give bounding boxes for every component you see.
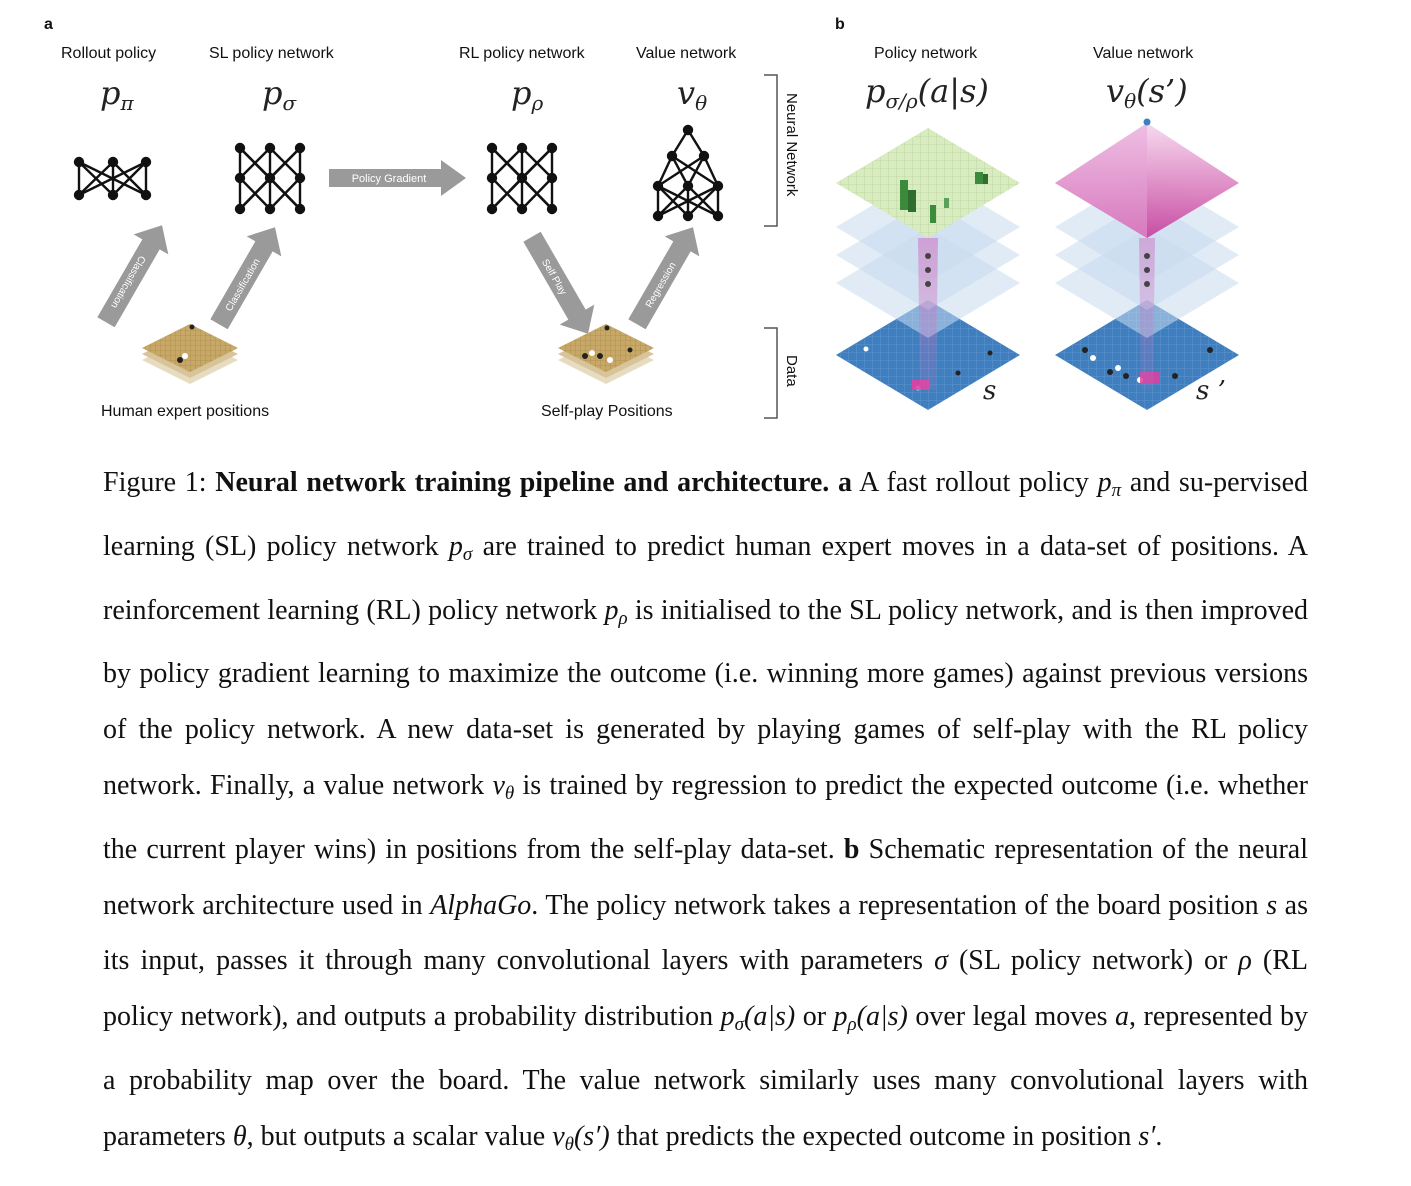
caption-text: Schematic representation of the neural n… bbox=[103, 833, 1308, 921]
human-expert-board bbox=[142, 324, 238, 384]
symbol-p-sigma: pσ bbox=[262, 74, 297, 115]
policy-gradient-label: Policy Gradient bbox=[352, 173, 427, 185]
figure-caption: Figure 1: Neural network training pipeli… bbox=[103, 455, 1308, 1173]
classification-arrow-right: Classification bbox=[210, 227, 282, 330]
caption-text: , represented by a probability map over … bbox=[103, 1001, 1308, 1152]
caption-text: . The policy network takes a representat… bbox=[531, 889, 1267, 921]
regression-arrow: Regression bbox=[628, 227, 700, 330]
rollout-network-icon bbox=[73, 156, 152, 201]
policy-network-stack bbox=[836, 128, 1020, 410]
caption-text: that predicts the expected outcome in po… bbox=[609, 1120, 1139, 1152]
caption-text: (SL policy network) or bbox=[947, 945, 1239, 977]
math-rho: ρ bbox=[1238, 945, 1252, 977]
policy-gradient-arrow: Policy Gradient bbox=[329, 160, 466, 196]
sl-network-icon bbox=[234, 142, 306, 215]
panel-label-b: b bbox=[835, 16, 845, 33]
caption-marker-a: a bbox=[837, 467, 852, 498]
symbol-p-rho: pρ bbox=[511, 74, 544, 115]
caption-text: (RL policy network), and outputs a proba… bbox=[103, 945, 1308, 1033]
caption-text: over legal moves bbox=[907, 1001, 1116, 1033]
rl-network-icon bbox=[486, 142, 558, 215]
label-s-prime: s ’ bbox=[1196, 376, 1226, 406]
math-v-theta-s-prime: vθ(s′) bbox=[552, 1120, 610, 1155]
caption-text: . bbox=[1155, 1120, 1163, 1152]
symbol-p-pi: pπ bbox=[100, 74, 134, 115]
caption-marker-b: b bbox=[843, 833, 860, 865]
caption-text: is initialised to the SL policy network,… bbox=[103, 594, 1308, 801]
math-theta: θ bbox=[232, 1120, 247, 1152]
title-sl-policy-network: SL policy network bbox=[209, 45, 334, 62]
figure-1: a b Rollout policy SL policy network RL … bbox=[0, 0, 1411, 440]
bracket-neural-network bbox=[764, 74, 778, 227]
math-p-rho-a-s: pρ(a|s) bbox=[833, 1001, 908, 1036]
label-s: s bbox=[983, 376, 997, 406]
caption-alphago: AlphaGo bbox=[430, 889, 532, 921]
self-play-board bbox=[558, 324, 654, 384]
self-play-arrow: Self Play bbox=[523, 231, 595, 334]
title-b-policy-network: Policy network bbox=[874, 45, 978, 62]
symbol-b-policy: pσ/ρ(a|s) bbox=[865, 72, 989, 113]
label-data: Data bbox=[783, 355, 800, 387]
caption-title: Neural network training pipeline and arc… bbox=[215, 467, 830, 498]
label-self-play-positions: Self-play Positions bbox=[541, 403, 673, 420]
math-s: s bbox=[1266, 889, 1278, 921]
caption-text: , but outputs a scalar value bbox=[246, 1120, 553, 1152]
caption-text: are trained to predict human expert move… bbox=[103, 530, 1308, 626]
panel-label-a: a bbox=[44, 16, 53, 33]
math-v-theta: vθ bbox=[492, 769, 515, 804]
math-a: a bbox=[1115, 1001, 1130, 1033]
title-rollout-policy: Rollout policy bbox=[61, 45, 157, 62]
value-network-stack bbox=[1055, 118, 1239, 410]
label-human-expert-positions: Human expert positions bbox=[101, 403, 270, 420]
caption-text: is trained by regression to predict the … bbox=[103, 769, 1308, 865]
math-p-sigma-a-s: pσ(a|s) bbox=[720, 1001, 796, 1036]
math-p-pi: pπ bbox=[1097, 467, 1122, 501]
math-p-sigma: pσ bbox=[448, 530, 473, 565]
symbol-b-value: vθ(s’) bbox=[1106, 72, 1188, 113]
caption-text: A fast rollout policy bbox=[851, 467, 1098, 498]
figure-graphics: Policy Gradient Classification Classific… bbox=[73, 74, 1239, 419]
title-rl-policy-network: RL policy network bbox=[459, 45, 585, 62]
value-network-icon bbox=[652, 124, 724, 222]
caption-figure-label: Figure 1: bbox=[103, 467, 207, 498]
title-b-value-network: Value network bbox=[1093, 45, 1194, 62]
classification-arrow-left: Classification bbox=[97, 225, 169, 328]
label-neural-network: Neural Network bbox=[783, 93, 800, 197]
caption-text: or bbox=[795, 1001, 834, 1033]
math-s-prime: s′ bbox=[1138, 1120, 1156, 1152]
caption-text: and su-pervised learning (SL) policy net… bbox=[103, 467, 1309, 562]
math-sigma: σ bbox=[934, 945, 948, 977]
symbol-v-theta: vθ bbox=[677, 74, 708, 115]
bracket-data bbox=[764, 327, 778, 419]
caption-text: as its input, passes it through many con… bbox=[103, 889, 1308, 977]
title-value-network: Value network bbox=[636, 45, 737, 62]
math-p-rho: pρ bbox=[604, 594, 628, 629]
